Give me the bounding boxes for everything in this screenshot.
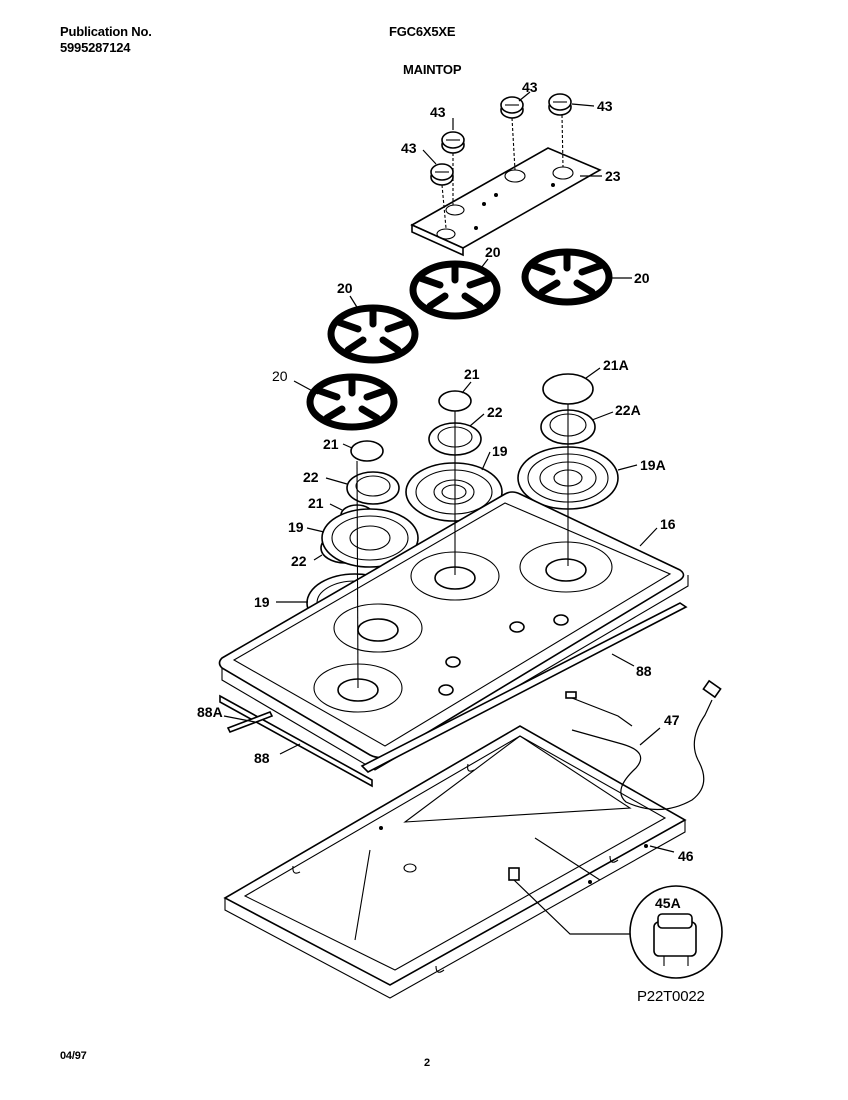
- callout-bowl: 19: [254, 594, 270, 610]
- page-number: 2: [424, 1057, 430, 1069]
- callout-trim-end: 88A: [197, 704, 223, 720]
- knob: [441, 131, 465, 205]
- trim-strip: [360, 602, 688, 773]
- callout-bowl: 19: [492, 443, 508, 459]
- burner-grate: [327, 304, 419, 364]
- callout-head: 22: [487, 404, 503, 420]
- publication-number: 5995287124: [60, 40, 131, 55]
- callout-grate: 20: [337, 280, 353, 296]
- knob: [548, 93, 572, 168]
- alignment-lines: [356, 404, 569, 689]
- callout-grate: 20: [485, 244, 501, 260]
- publication-label: Publication No.: [60, 24, 152, 39]
- spark-module: [508, 867, 723, 979]
- callout-head-large: 22A: [615, 402, 641, 418]
- callout-pan: 46: [678, 848, 694, 864]
- burner-cap: [350, 440, 384, 462]
- burner-head: [346, 471, 400, 505]
- callout-knob: 43: [597, 98, 613, 114]
- footer-date: 04/97: [60, 1050, 87, 1062]
- callout-labels: 43 43 43 43 23 20 20 20 20 21 21A 22 22A…: [197, 79, 694, 911]
- callout-cap-large: 21A: [603, 357, 629, 373]
- burner-grate: [306, 373, 398, 431]
- callout-grate: 20: [634, 270, 650, 286]
- knob: [500, 96, 524, 171]
- control-panel: [410, 147, 602, 257]
- burner-cap: [438, 390, 472, 412]
- callout-knob: 43: [430, 104, 446, 120]
- callout-trim: 88: [636, 663, 652, 679]
- burner-cap-large: [542, 373, 594, 405]
- burner-bowl: [321, 508, 419, 568]
- callout-module: 45A: [655, 895, 681, 911]
- callout-cap: 21: [308, 495, 324, 511]
- trim-end: [226, 710, 274, 734]
- callout-bowl-large: 19A: [640, 457, 666, 473]
- callout-knob: 43: [522, 79, 538, 95]
- callout-cord: 47: [664, 712, 680, 728]
- callout-cooktop: 16: [660, 516, 676, 532]
- section-title: MAINTOP: [403, 62, 462, 77]
- callout-head: 22: [303, 469, 319, 485]
- burner-grate: [521, 248, 613, 306]
- callout-bowl: 19: [288, 519, 304, 535]
- burner-grate: [409, 260, 501, 320]
- burner-bowl: [405, 462, 503, 522]
- callout-trim: 88: [254, 750, 270, 766]
- callout-panel: 23: [605, 168, 621, 184]
- callout-grate: 20: [272, 368, 288, 384]
- burner-pan: [223, 725, 687, 999]
- knob: [430, 163, 454, 229]
- model-number: FGC6X5XE: [389, 24, 456, 39]
- callout-head: 22: [291, 553, 307, 569]
- diagram-reference-code: P22T0022: [637, 988, 705, 1005]
- leader-lines: [223, 91, 675, 853]
- power-cord: [565, 679, 722, 811]
- callout-knob: 43: [401, 140, 417, 156]
- callout-cap: 21: [464, 366, 480, 382]
- callout-cap: 21: [323, 436, 339, 452]
